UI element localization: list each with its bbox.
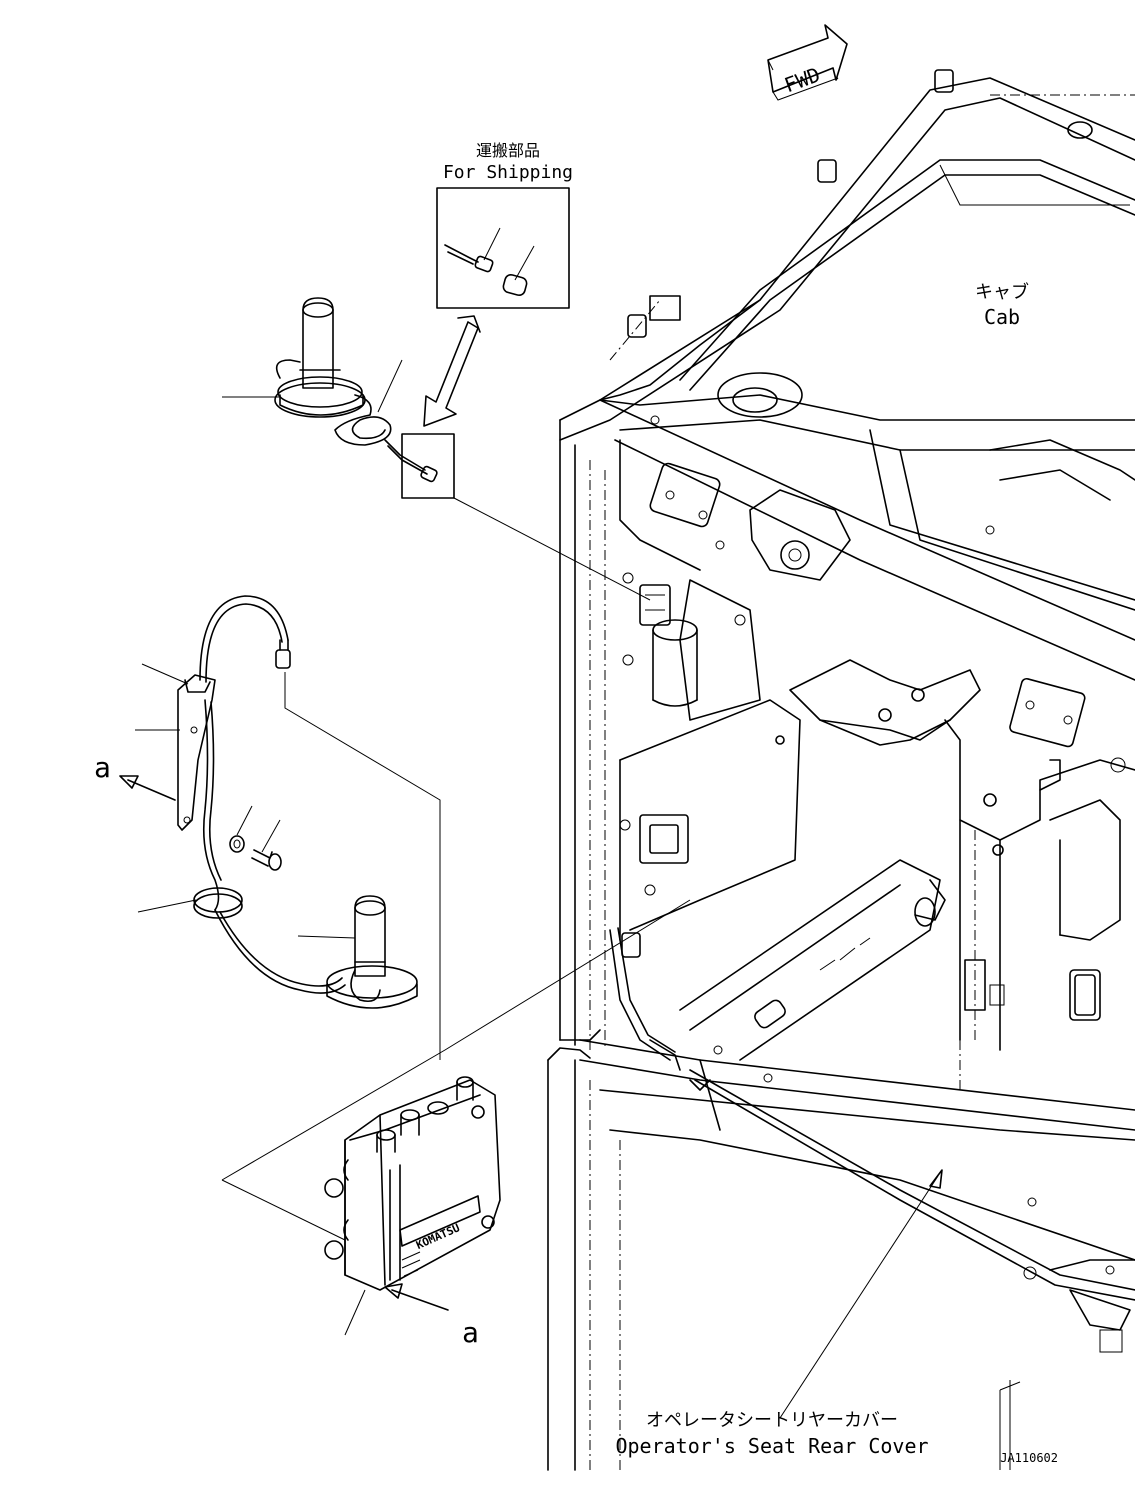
cab-label-jp: キャブ (975, 281, 1029, 303)
cab-frame (547, 69, 1135, 1471)
cab-label: キャブ Cab (975, 281, 1029, 329)
drawing-id: JA110602 (1000, 1451, 1058, 1465)
connector-icon (474, 255, 494, 273)
seat-cover-label-en: Operator's Seat Rear Cover (615, 1434, 928, 1458)
shipping-inset: 運搬部品 For Shipping (423, 141, 573, 427)
communication-module: KOMATSU a (221, 899, 691, 1349)
cab-label-en: Cab (984, 305, 1020, 329)
antenna-top (222, 297, 651, 601)
shipping-box (436, 187, 570, 309)
double-arrow-icon (423, 321, 479, 427)
seat-cover-label-jp: オペレータシートリヤーカバー (646, 1410, 898, 1431)
antenna-assembly: a (94, 595, 441, 1060)
module-brand: KOMATSU (414, 1221, 462, 1252)
shipping-label-jp: 運搬部品 (476, 141, 540, 160)
shipping-label-en: For Shipping (443, 162, 573, 183)
seat-cover-label: オペレータシートリヤーカバー Operator's Seat Rear Cove… (615, 1169, 943, 1458)
fwd-arrow-icon: FWD (767, 24, 848, 101)
cap-icon (502, 274, 528, 296)
detail-frame (401, 433, 455, 499)
view-mark-bottom: a (462, 1316, 479, 1349)
view-mark-left: a (94, 751, 111, 784)
fwd-label: FWD (781, 62, 823, 97)
